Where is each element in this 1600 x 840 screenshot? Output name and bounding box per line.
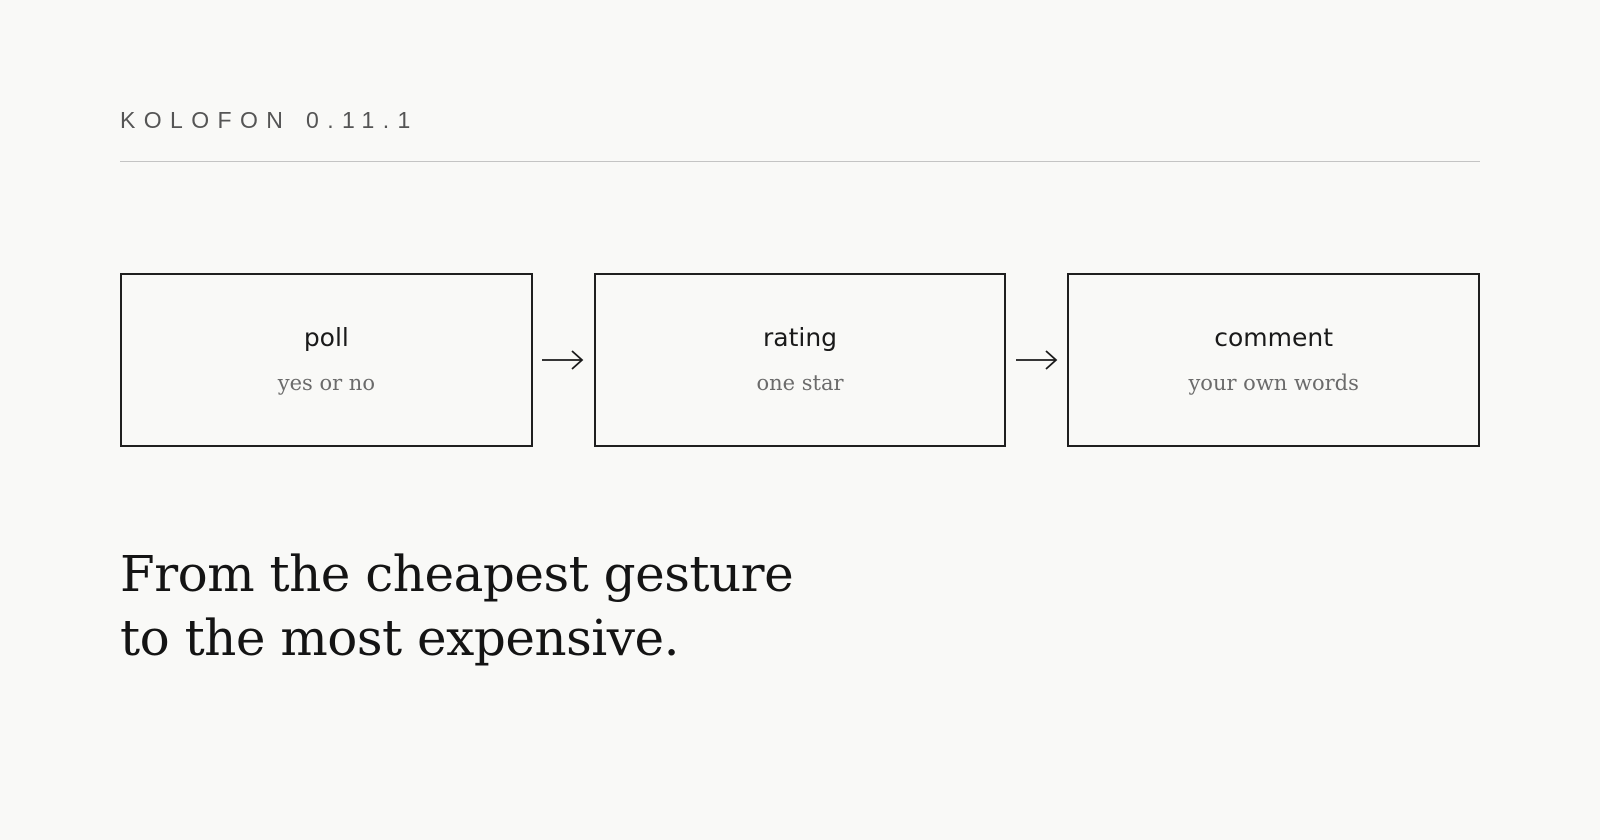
step-sublabel: yes or no (277, 370, 375, 395)
step-label: rating (762, 322, 838, 352)
step-box-rating: rating one star (593, 273, 1007, 447)
step-box-comment: comment your own words (1067, 273, 1481, 447)
step-label: comment (1214, 322, 1334, 352)
tagline-line-2: to the most expensive. (120, 609, 680, 667)
header-divider (120, 161, 1480, 162)
app-title: KOLOFON 0.11.1 (120, 107, 419, 133)
step-sublabel: one star (756, 370, 844, 395)
right-arrow-icon (533, 273, 594, 447)
step-box-poll: poll yes or no (120, 273, 533, 447)
step-sublabel: your own words (1188, 370, 1359, 395)
step-label: poll (303, 322, 349, 352)
tagline-line-1: From the cheapest gesture (120, 545, 794, 603)
gesture-flow-diagram: poll yes or no rating one star comment y… (120, 273, 1481, 447)
right-arrow-icon (1006, 273, 1067, 447)
tagline: From the cheapest gesture to the most ex… (120, 542, 794, 670)
